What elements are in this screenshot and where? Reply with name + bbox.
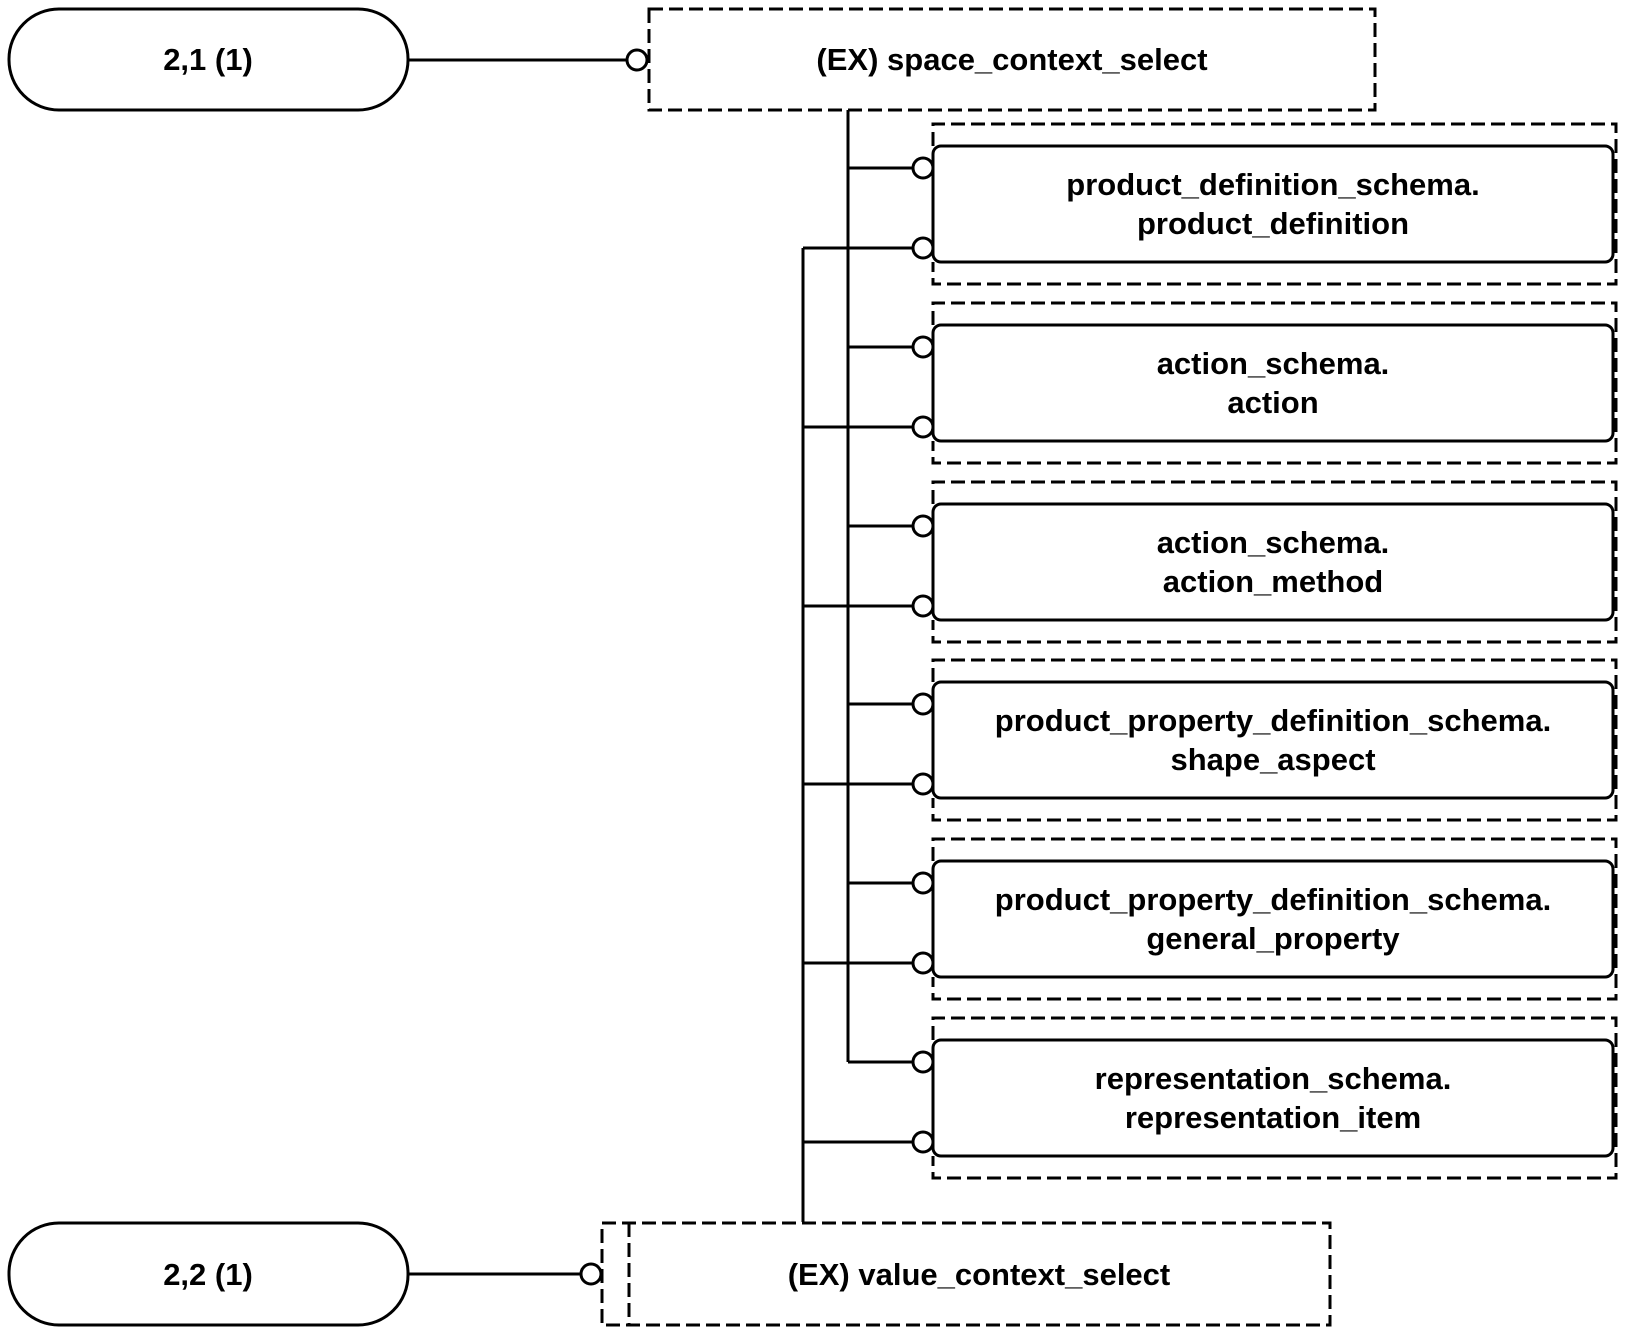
entity-name-label: action	[1227, 385, 1318, 420]
connector-circle-icon	[579, 1262, 603, 1286]
entity-box	[931, 1038, 1615, 1158]
entity-box	[931, 859, 1615, 979]
entity-name-label: general_property	[1146, 921, 1400, 956]
entity-4[interactable]: product_property_definition_schema.shape…	[803, 658, 1618, 822]
entity-outer-frame	[931, 122, 1618, 286]
entity-outer-frame	[931, 480, 1618, 644]
select-type-space-context[interactable]: (EX) space_context_select	[647, 7, 1377, 112]
select-type-label: (EX) space_context_select	[816, 42, 1207, 77]
connector-circle-icon	[911, 871, 935, 895]
entity-5[interactable]: product_property_definition_schema.gener…	[803, 837, 1618, 1001]
entity-2[interactable]: action_schema.action	[803, 301, 1618, 465]
entity-outer-frame	[931, 1016, 1618, 1180]
connector-circle-icon	[625, 48, 649, 72]
entity-box	[931, 323, 1615, 443]
entity-name-label: product_definition	[1137, 206, 1409, 241]
entity-outer-frame	[931, 837, 1618, 1001]
connector-circle-icon	[911, 156, 935, 180]
entity-schema-label: action_schema.	[1157, 525, 1390, 560]
connector-circle-icon	[911, 1130, 935, 1154]
entity-name-label: action_method	[1163, 564, 1383, 599]
entity-3[interactable]: action_schema. action_method	[803, 480, 1618, 644]
select-type-box	[600, 1221, 1332, 1327]
page-ref-2-1[interactable]: 2,1 (1)	[7, 7, 410, 112]
entity-schema-label: action_schema.	[1157, 346, 1390, 381]
entity-name-label: representation_item	[1125, 1100, 1421, 1135]
entity-schema-label: product_definition_schema.	[1066, 167, 1479, 202]
select-type-label: (EX) value_context_select	[788, 1257, 1171, 1292]
entity-list: product_definition_schema. product_defini…	[803, 122, 1618, 1180]
connector-circle-icon	[911, 335, 935, 359]
entity-schema-label: representation_schema.	[1095, 1061, 1452, 1096]
select-type-box	[647, 7, 1377, 112]
page-ref-label: 2,1 (1)	[163, 42, 253, 77]
entity-schema-label: product_property_definition_schema.	[995, 882, 1551, 917]
connector-circle-icon	[911, 514, 935, 538]
select-type-value-context[interactable]: (EX) value_context_select	[600, 1221, 1332, 1327]
page-ref-label: 2,2 (1)	[163, 1257, 253, 1292]
connector-circle-icon	[911, 772, 935, 796]
entity-box	[931, 680, 1615, 800]
page-ref-2-2[interactable]: 2,2 (1)	[7, 1221, 410, 1327]
entity-1[interactable]: product_definition_schema. product_defini…	[803, 122, 1618, 286]
connector-circle-icon	[911, 415, 935, 439]
entity-6[interactable]: representation_schema. representation_ite…	[803, 1016, 1618, 1180]
entity-schema-label: product_property_definition_schema.	[995, 703, 1551, 738]
entity-outer-frame	[931, 658, 1618, 822]
connector-circle-icon	[911, 594, 935, 618]
entity-box	[931, 144, 1615, 264]
entity-box	[931, 502, 1615, 622]
entity-name-label: shape_aspect	[1170, 742, 1375, 777]
connector-circle-icon	[911, 1050, 935, 1074]
connector-circle-icon	[911, 236, 935, 260]
connector-circle-icon	[911, 692, 935, 716]
connector-circle-icon	[911, 951, 935, 975]
entity-outer-frame	[931, 301, 1618, 465]
